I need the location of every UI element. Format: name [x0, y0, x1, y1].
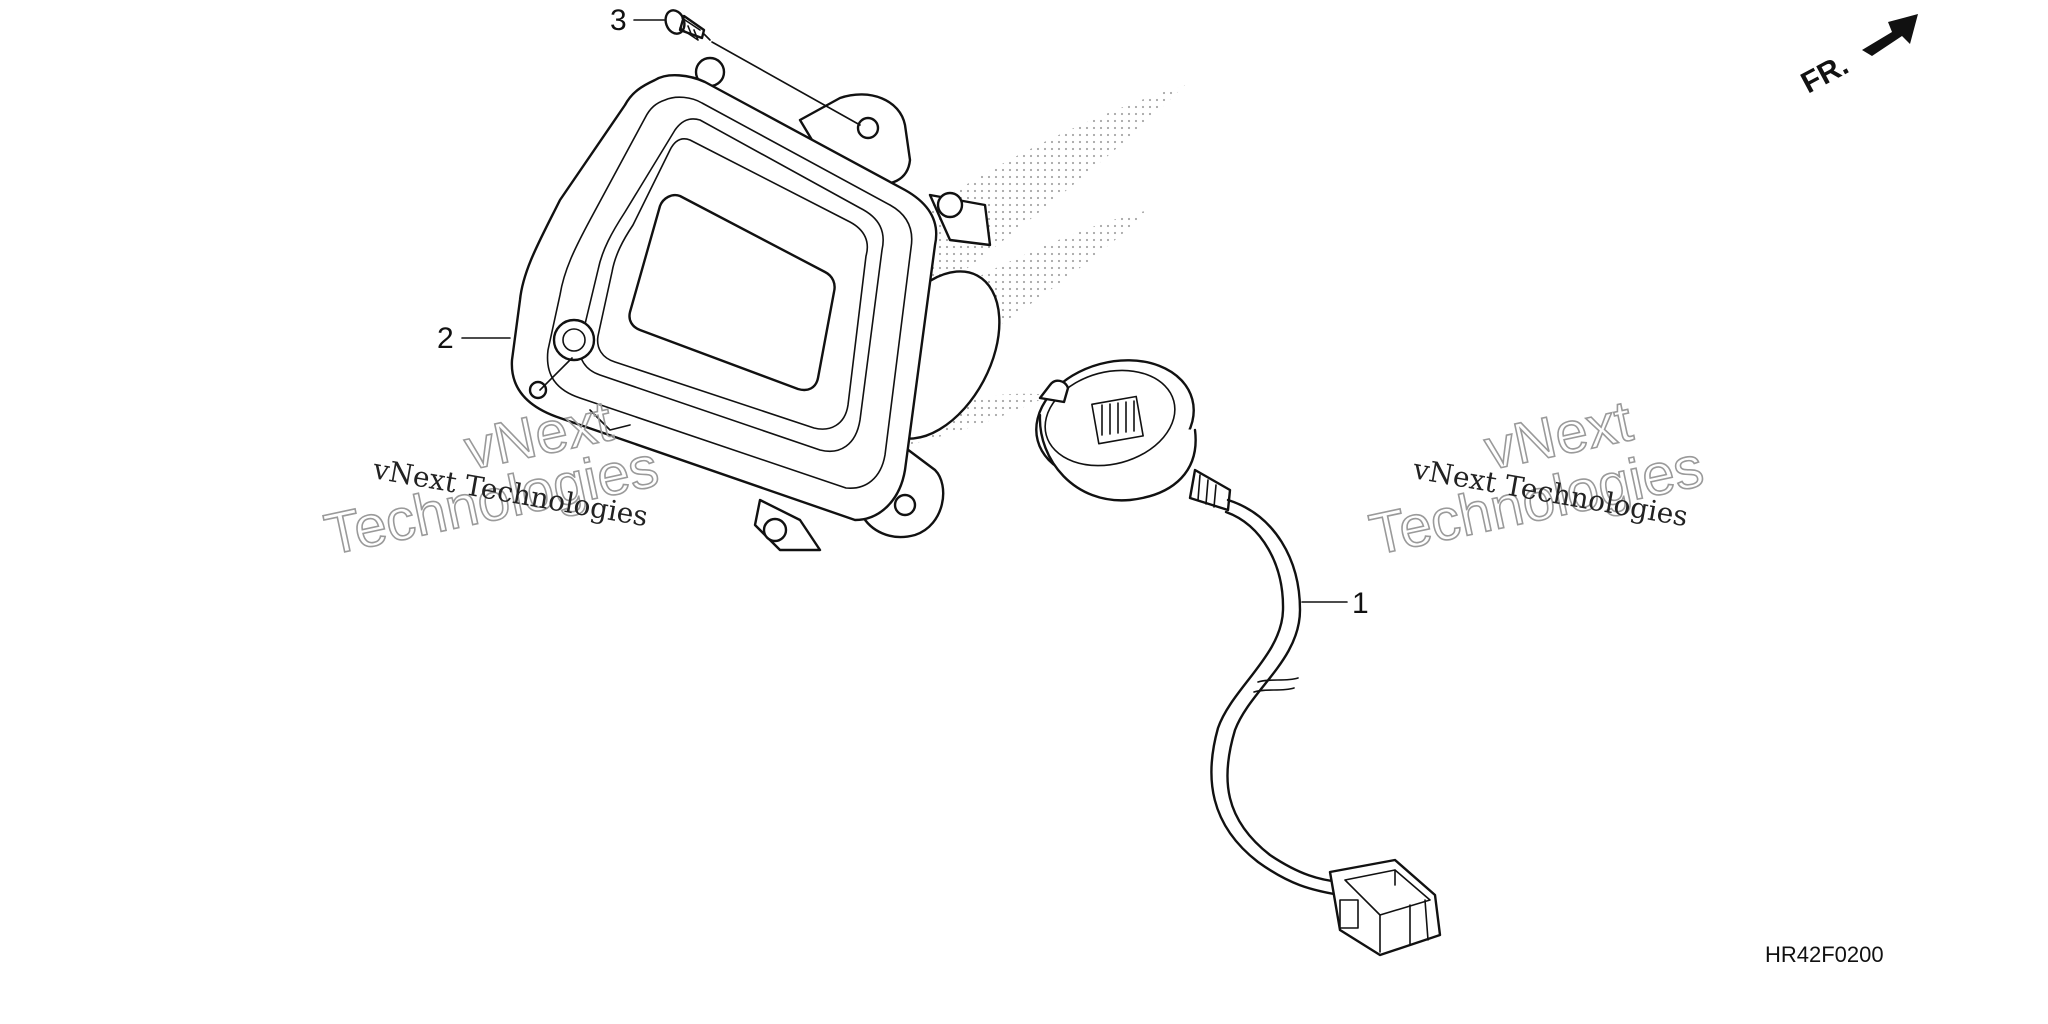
meter-assembly: [510, 56, 1001, 552]
callout-1: 1: [1352, 587, 1369, 620]
screw: [664, 9, 711, 41]
front-label: FR.: [1796, 48, 1854, 100]
wire-harness: [1035, 359, 1442, 957]
diagram-code: HR42F0200: [1765, 942, 1884, 967]
front-arrow-icon: [1862, 14, 1918, 56]
callout-3: 3: [610, 4, 627, 37]
front-direction-indicator: FR.: [1796, 14, 1918, 100]
callout-2: 2: [437, 322, 454, 355]
screw-alignment-line: [711, 41, 861, 126]
watermark-right: Technologies vNext vNext Technologies: [1363, 388, 1709, 569]
